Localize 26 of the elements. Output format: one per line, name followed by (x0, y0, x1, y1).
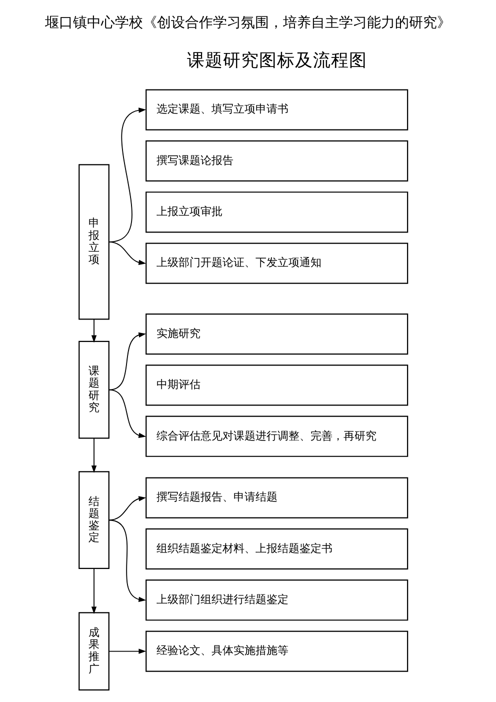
arrow (108, 648, 146, 654)
diagram-title: 堰口镇中心学校《创设合作学习氛围，培养自主学习能力的研究》 (45, 14, 451, 30)
arrow (108, 389, 146, 438)
node-box: 选定课题、填写立项申请书 (146, 89, 408, 130)
arrow (108, 496, 146, 521)
node-box: 上报立项审批 (146, 192, 408, 233)
arrow (91, 438, 97, 473)
arrow (91, 568, 97, 614)
label: 课题研究图标及流程图 (186, 50, 367, 70)
node-box: 综合评估意见对课题进行调整、完善，再研究 (146, 416, 408, 457)
arrow (91, 318, 97, 343)
node-box: 实施研究 (146, 313, 408, 355)
node-box: 结题鉴定 (78, 471, 110, 570)
node-box: 申报立项 (78, 164, 110, 320)
node-box: 成果推广 (78, 612, 110, 690)
node-box: 组织结题鉴定材料、上报结题鉴定书 (146, 528, 408, 570)
node-box: 中期评估 (146, 364, 408, 406)
node-box: 上级部门开题论证、下发立项通知 (146, 242, 408, 284)
node-box: 课题研究 (78, 340, 110, 439)
arrow (108, 520, 146, 602)
node-box: 上级部门组织进行结题鉴定 (146, 580, 408, 621)
node-box: 撰写课题论报告 (146, 140, 408, 182)
arrow (108, 332, 146, 390)
arrow (108, 241, 146, 266)
node-box: 撰写结题报告、申请结题 (146, 477, 408, 518)
node-box: 经验论文、具体实施措施等 (146, 630, 408, 672)
